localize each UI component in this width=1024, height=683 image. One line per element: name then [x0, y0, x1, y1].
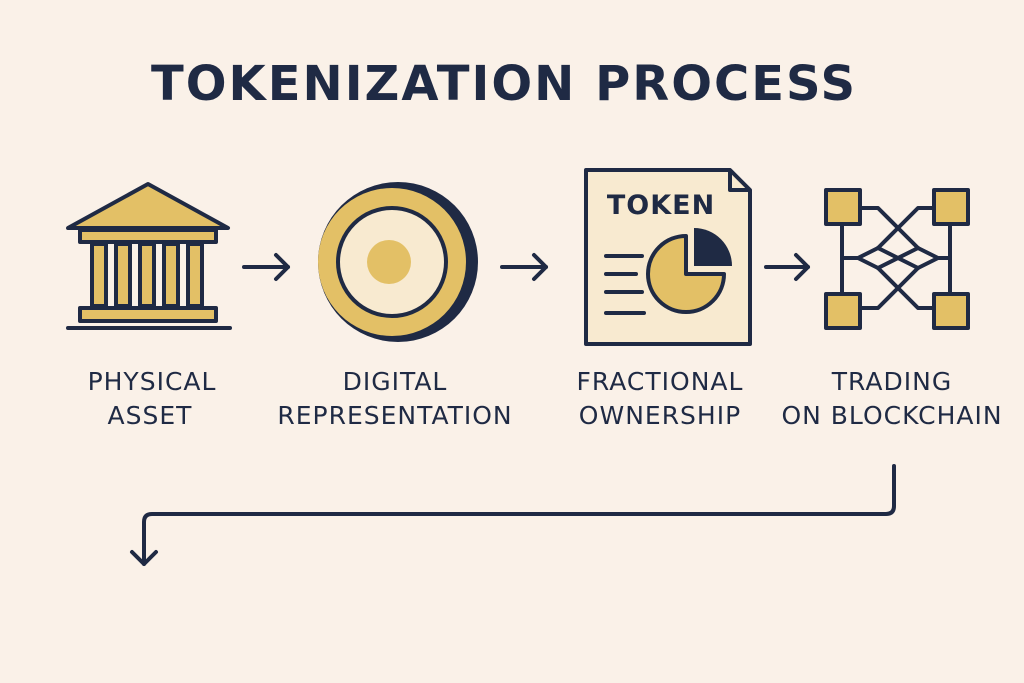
step-label-line: ON BLOCKCHAIN [781, 401, 1002, 430]
step-label-line: TRADING [831, 367, 952, 396]
step-label-trading-on-blockchain: TRADING ON BLOCKCHAIN [781, 367, 1002, 430]
step-label-line: REPRESENTATION [277, 401, 512, 430]
diagram-title: TOKENIZATION PROCESS [151, 56, 857, 112]
step-label-line: PHYSICAL [88, 367, 217, 396]
arrow-right-icon [242, 253, 290, 281]
step-label-physical-asset: PHYSICAL ASSET [88, 367, 217, 430]
arrow-right-icon [500, 253, 548, 281]
blockchain-network-icon [824, 188, 970, 330]
step-label-line: ASSET [108, 401, 193, 430]
token-label: TOKEN [607, 190, 715, 221]
step-label-line: OWNERSHIP [579, 401, 741, 430]
coin-icon [318, 182, 478, 342]
step-label-line: FRACTIONAL [577, 367, 744, 396]
step-label-digital-representation: DIGITAL REPRESENTATION [277, 367, 512, 430]
step-label-line: DIGITAL [343, 367, 448, 396]
token-document-pie-icon: TOKEN [584, 168, 752, 346]
bank-building-icon [66, 182, 232, 330]
arrow-right-icon [764, 253, 810, 281]
return-arrow-icon [130, 464, 896, 566]
step-label-fractional-ownership: FRACTIONAL OWNERSHIP [577, 367, 744, 430]
